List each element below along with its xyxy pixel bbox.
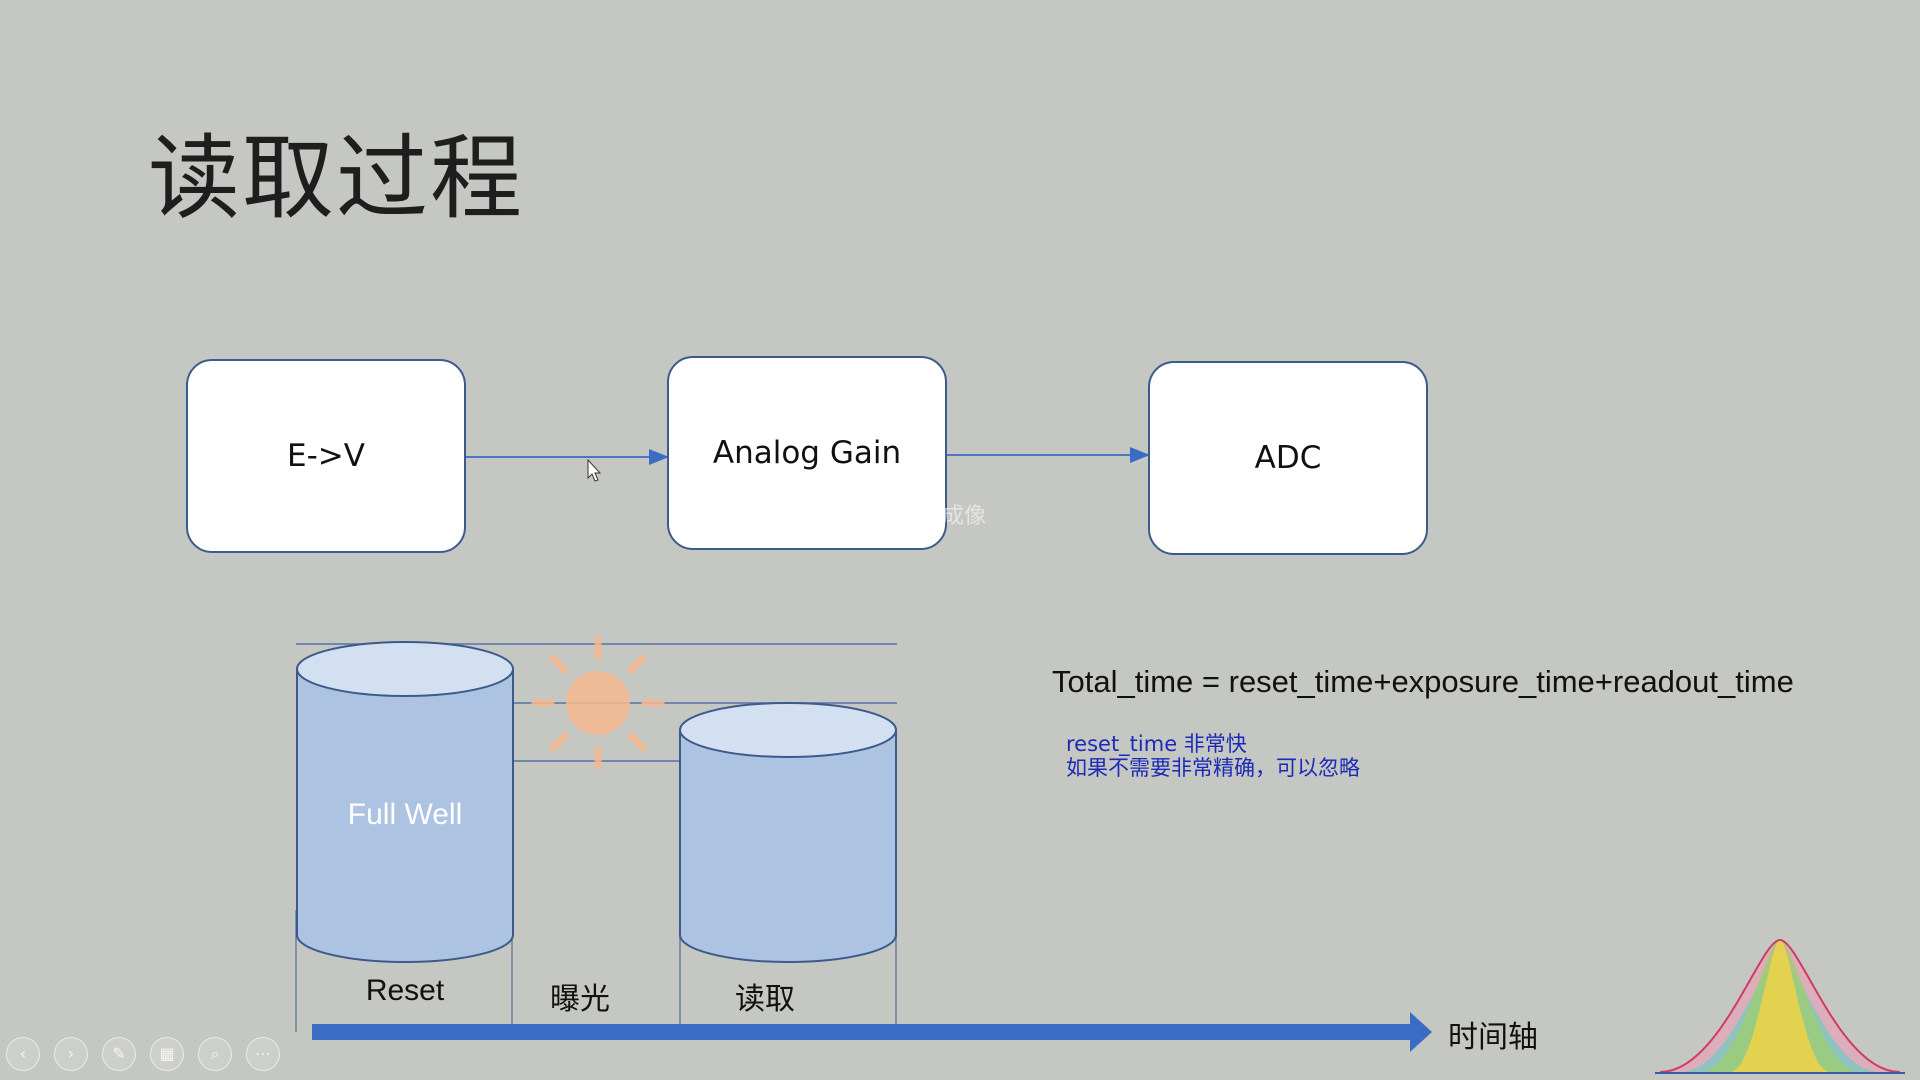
block-e-to-v: E->V: [186, 359, 466, 553]
zoom-icon[interactable]: ⌕: [198, 1037, 232, 1071]
readout-cylinder: [679, 702, 897, 963]
phase-label-exposure: 曝光: [550, 982, 610, 1017]
slides-grid-icon[interactable]: ▦: [150, 1037, 184, 1071]
time-axis-arrow: [312, 1012, 1432, 1052]
phase-label-reset: Reset: [365, 974, 445, 1007]
block-adc: ADC: [1148, 361, 1428, 555]
full-well-cylinder: [296, 641, 514, 963]
next-slide-icon[interactable]: ›: [54, 1037, 88, 1071]
sun-icon: [531, 636, 665, 770]
block-analog-gain-label: Analog Gain: [712, 435, 902, 471]
full-well-label: Full Well: [347, 798, 463, 831]
block-e-to-v-label: E->V: [287, 438, 365, 474]
block-adc-label: ADC: [1254, 440, 1322, 476]
presentation-toolbar: ‹ › ✎ ▦ ⌕ ⋯: [6, 1037, 280, 1071]
phase-label-readout: 读取: [735, 982, 795, 1017]
time-axis-label: 时间轴: [1448, 1020, 1538, 1055]
total-time-formula: Total_time = reset_time+exposure_time+re…: [1052, 664, 1794, 699]
mouse-cursor-icon: [587, 458, 602, 482]
pen-icon[interactable]: ✎: [102, 1037, 136, 1071]
prev-slide-icon[interactable]: ‹: [6, 1037, 40, 1071]
note-line-1: reset_time 非常快: [1066, 732, 1247, 756]
more-icon[interactable]: ⋯: [246, 1037, 280, 1071]
slide-title: 读取过程: [148, 125, 525, 232]
block-analog-gain: Analog Gain: [667, 356, 947, 550]
note-line-2: 如果不需要非常精确，可以忽略: [1066, 756, 1360, 780]
bell-curve-logo-icon: [1655, 938, 1905, 1074]
watermark: 大话成像: [898, 504, 987, 529]
